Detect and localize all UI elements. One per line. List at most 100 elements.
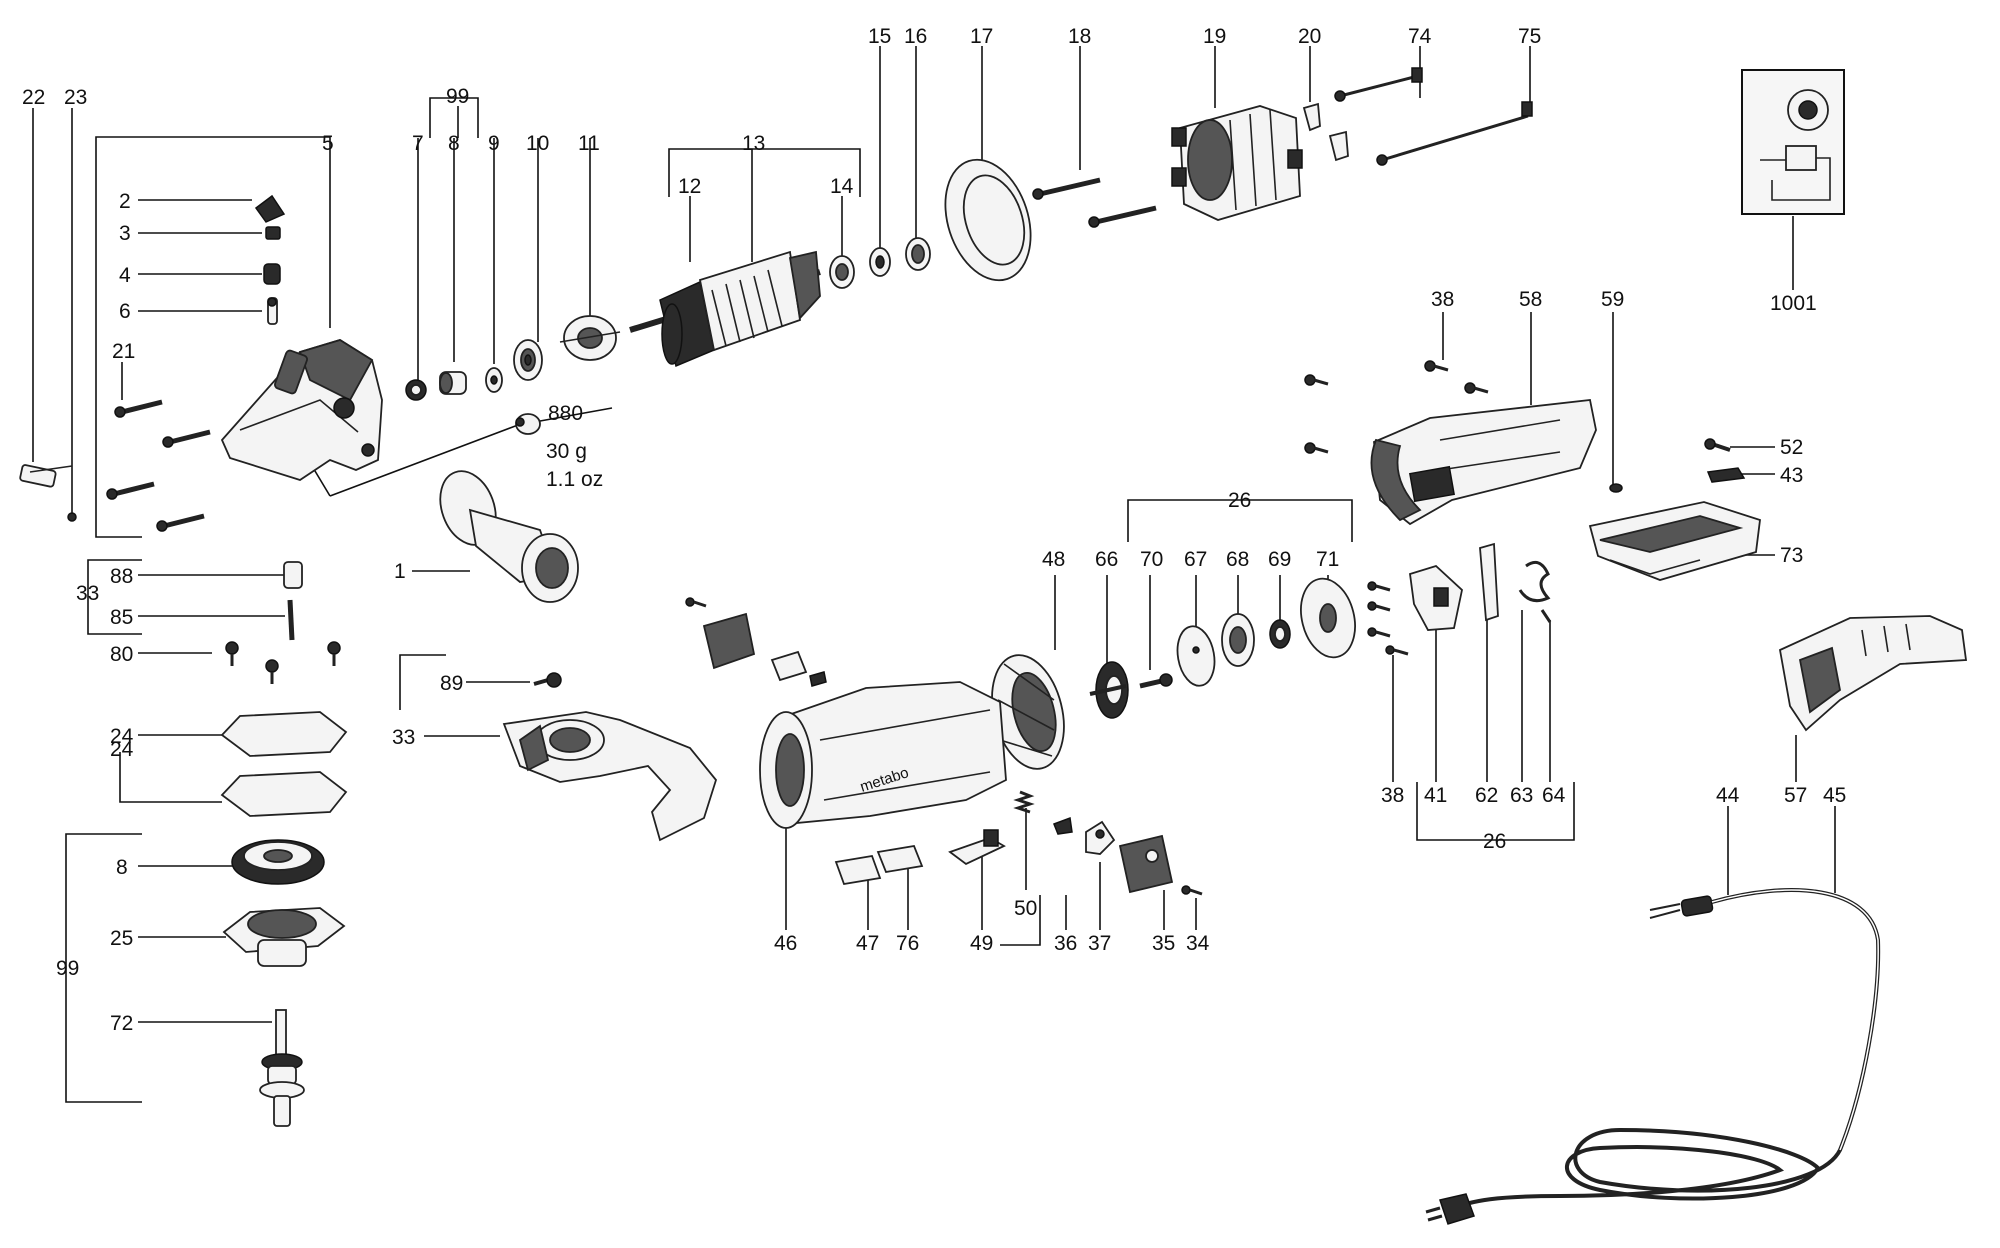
insert-48: [991, 654, 1065, 770]
sleeve-88: [283, 561, 303, 589]
spindle-72: [259, 1009, 305, 1127]
cover-small: [702, 612, 756, 670]
label-22: 22: [22, 86, 45, 109]
label-80: 80: [110, 643, 133, 666]
label-33-left: 33: [76, 582, 99, 605]
lever-49: [948, 829, 1006, 866]
label-71: 71: [1316, 548, 1339, 571]
label-46: 46: [774, 932, 797, 955]
label-64: 64: [1542, 784, 1566, 807]
contact-62: [1479, 542, 1499, 622]
label-37: 37: [1088, 932, 1111, 955]
screws-38-lower: [1367, 581, 1409, 656]
side-handle-1: [439, 470, 579, 603]
gasket-24-b: [220, 771, 348, 817]
label-59: 59: [1601, 288, 1624, 311]
nut-7: [405, 379, 427, 401]
grease-weight-g: 30 g: [546, 440, 587, 463]
gasket-24-a: [220, 711, 348, 757]
label-74: 74: [1408, 25, 1432, 48]
pin-64: [1540, 609, 1552, 623]
lock-37: [1085, 820, 1116, 855]
lead-74: [1334, 67, 1423, 102]
label-1: 1: [394, 560, 406, 583]
fan-66: [1089, 661, 1129, 719]
spring-69: [1269, 619, 1291, 649]
label-33-center: 33: [392, 726, 415, 749]
label-52: 52: [1780, 436, 1803, 459]
label-66: 66: [1095, 548, 1118, 571]
label-99-bottom: 99: [56, 957, 79, 980]
screws-80: [225, 641, 341, 684]
screw-23: [67, 512, 77, 522]
label-88: 88: [110, 565, 133, 588]
sticker-47: [834, 854, 882, 886]
label-8-top: 8: [448, 132, 460, 155]
label-69: 69: [1268, 548, 1291, 571]
bearing-10: [513, 339, 543, 381]
label-75: 75: [1518, 25, 1541, 48]
grease-weight-oz: 1.1 oz: [546, 468, 603, 491]
label-14: 14: [830, 175, 854, 198]
label-48: 48: [1042, 548, 1065, 571]
switch-41: [1409, 564, 1463, 631]
screw-89: [533, 672, 562, 688]
parts: metabo: [19, 67, 1968, 1225]
bevel-gear-8: [231, 839, 325, 885]
cover-35: [1118, 834, 1174, 894]
label-72: 72: [110, 1012, 133, 1035]
disc-68: [1221, 613, 1255, 667]
label-26-bottom: 26: [1483, 830, 1506, 853]
label-45: 45: [1823, 784, 1846, 807]
label-11: 11: [578, 132, 600, 155]
label-26-top: 26: [1228, 489, 1251, 512]
screw-70: [1139, 673, 1173, 689]
spring-50: [1013, 790, 1035, 814]
label-20: 20: [1298, 25, 1321, 48]
screws-21: [106, 399, 211, 532]
label-15: 15: [868, 25, 891, 48]
label-24-b: 24: [110, 738, 134, 761]
label-21: 21: [112, 340, 135, 363]
label-2: 2: [119, 190, 131, 213]
gear-housing-5: [220, 339, 383, 481]
label-57: 57: [1784, 784, 1807, 807]
label-62: 62: [1475, 784, 1498, 807]
label-47: 47: [856, 932, 879, 955]
label-41: 41: [1424, 784, 1447, 807]
screws-38-upper: [1304, 360, 1489, 454]
label-35: 35: [1152, 932, 1175, 955]
clip-36: [1053, 816, 1073, 835]
pin-85: [287, 599, 295, 641]
label-49: 49: [970, 932, 993, 955]
label-23: 23: [64, 86, 87, 109]
motor-housing-46: metabo: [759, 681, 1007, 829]
handle-shell-58: [1370, 399, 1597, 526]
label-12: 12: [678, 175, 701, 198]
bolts-18: [1032, 177, 1157, 228]
label-10: 10: [526, 132, 549, 155]
clips-20: [1302, 102, 1349, 162]
switch-parts-26: [1367, 542, 1552, 656]
label-38-bottom: 38: [1381, 784, 1404, 807]
label-36: 36: [1054, 932, 1077, 955]
wiring-diagram-1001: [1741, 69, 1845, 215]
label-58: 58: [1519, 288, 1542, 311]
screw-34: [1181, 885, 1203, 896]
label-5: 5: [322, 132, 334, 155]
label-24-a: 24: [110, 725, 134, 748]
label-19: 19: [1203, 25, 1226, 48]
plate-71: [1300, 577, 1356, 659]
label-67: 67: [1184, 548, 1207, 571]
bearing-14: [829, 255, 855, 289]
label-6: 6: [119, 300, 131, 323]
label-9: 9: [488, 132, 500, 155]
label-89: 89: [440, 672, 463, 695]
label-34: 34: [1186, 932, 1210, 955]
lead-75: [1376, 101, 1533, 166]
label-85: 85: [110, 606, 133, 629]
label-63: 63: [1510, 784, 1533, 807]
label-73: 73: [1780, 544, 1803, 567]
label-16: 16: [904, 25, 927, 48]
